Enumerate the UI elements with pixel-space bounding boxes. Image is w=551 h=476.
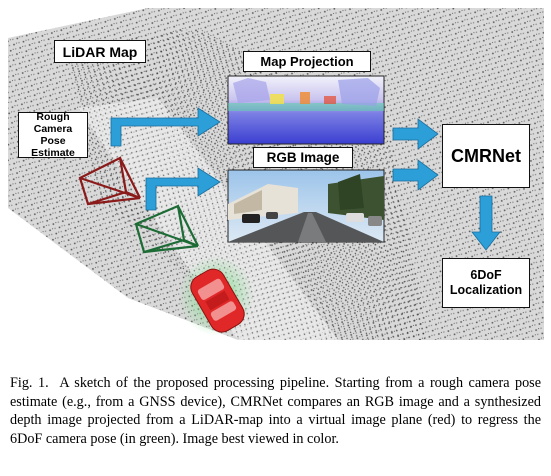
rgb-image-label: RGB Image bbox=[253, 147, 353, 168]
figure-caption: Fig. 1. A sketch of the proposed process… bbox=[10, 374, 541, 448]
car-icon bbox=[178, 256, 254, 336]
pipeline-figure: LiDAR Map Map Projection RGB Image Rough… bbox=[8, 8, 544, 340]
arrows bbox=[110, 107, 501, 251]
caption-label: Fig. 1. bbox=[10, 375, 49, 391]
arrow-green-to-rgb bbox=[145, 167, 221, 211]
caption-text: A sketch of the proposed processing pipe… bbox=[10, 375, 541, 447]
gt-camera-frustum bbox=[134, 204, 199, 254]
rough-camera-frustum bbox=[78, 156, 141, 206]
map-projection-image bbox=[227, 75, 385, 145]
rgb-street-image bbox=[227, 169, 385, 243]
localization-box: 6DoF Localization bbox=[442, 258, 530, 308]
rough-pose-label: Rough Camera Pose Estimate bbox=[18, 111, 88, 159]
cmrnet-box: CMRNet bbox=[442, 124, 530, 188]
arrow-cmrnet-to-localization bbox=[471, 195, 501, 251]
road-edge bbox=[78, 98, 338, 340]
arrow-rough-to-projection bbox=[110, 107, 221, 147]
map-projection-label: Map Projection bbox=[243, 51, 371, 72]
arrow-rgb-to-cmrnet bbox=[392, 159, 439, 191]
arrow-projection-to-cmrnet bbox=[392, 118, 439, 150]
lidar-map-label: LiDAR Map bbox=[54, 40, 146, 63]
